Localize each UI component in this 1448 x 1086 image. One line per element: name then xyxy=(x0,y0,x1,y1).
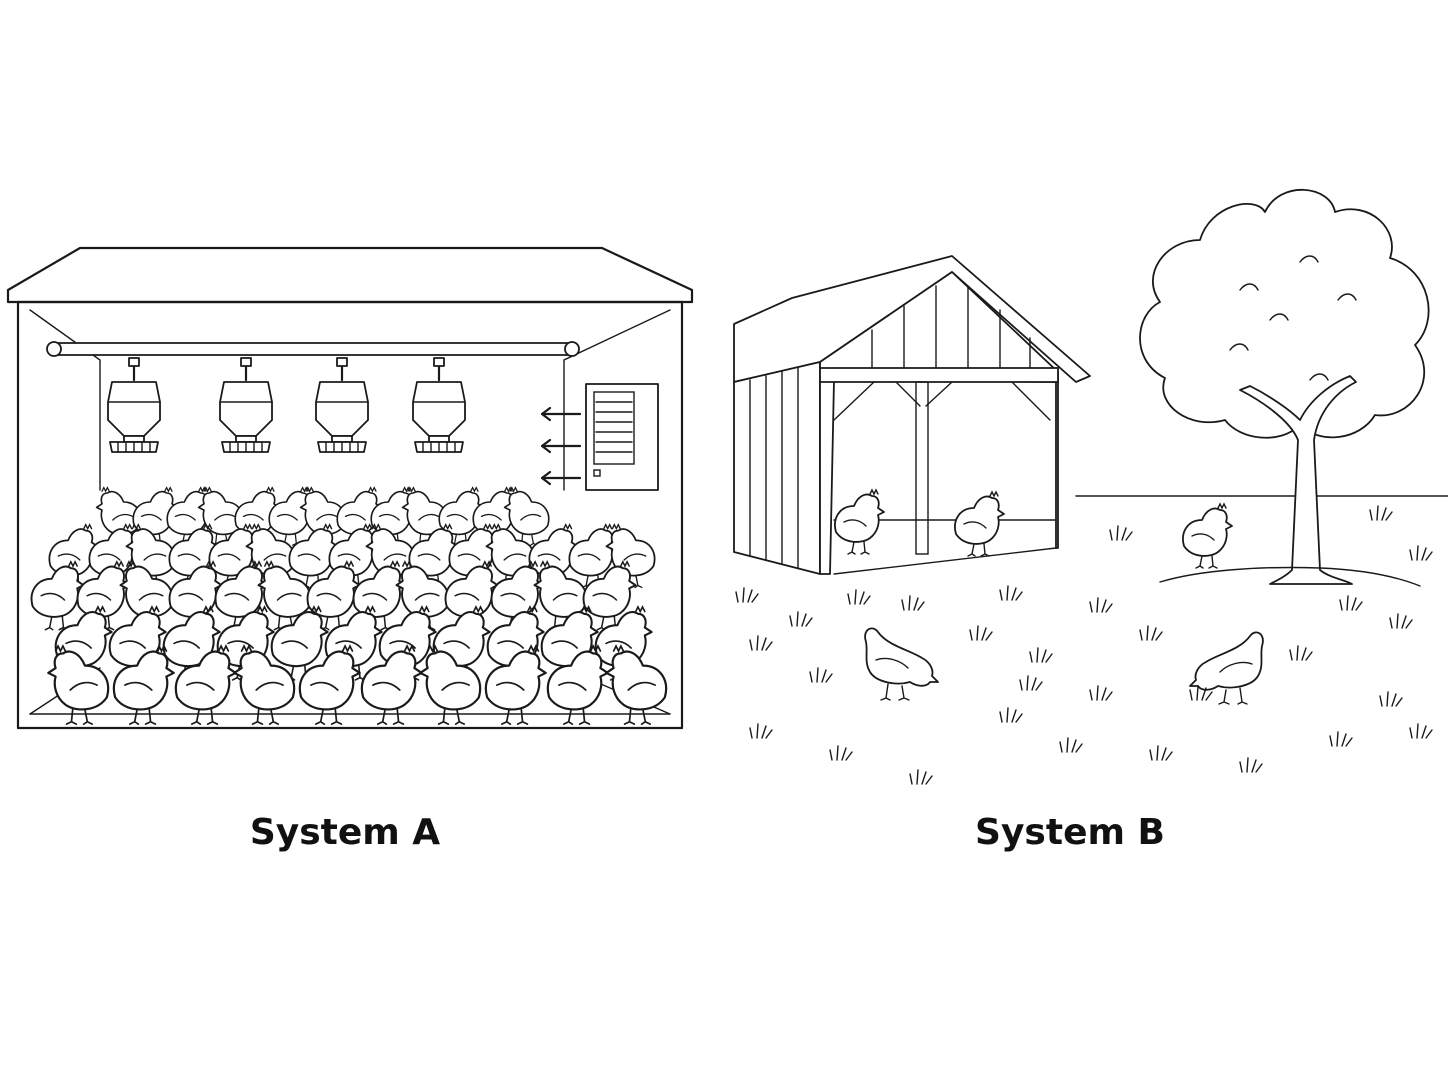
hen-icon xyxy=(605,644,668,726)
hen-icon xyxy=(834,489,885,555)
feeder-icon xyxy=(314,356,370,454)
hen-icon xyxy=(954,491,1005,557)
hen-icon xyxy=(1189,631,1264,705)
grass-tuft-icon xyxy=(1019,675,1043,691)
grass-tuft-icon xyxy=(1109,525,1133,541)
hen-icon xyxy=(864,627,939,701)
grass-tufts xyxy=(735,505,1433,785)
grass-tuft-icon xyxy=(1369,505,1393,521)
grass-tuft-icon xyxy=(829,745,853,761)
grass-tuft-icon xyxy=(1139,625,1163,641)
hen-icon xyxy=(1182,503,1233,569)
barn-wall-frame xyxy=(16,300,684,730)
grass-tuft-icon xyxy=(735,587,759,603)
airflow-arrow-icon xyxy=(540,406,582,486)
grass-tuft-icon xyxy=(1059,737,1083,753)
feeder-icon xyxy=(218,356,274,454)
system-b-range xyxy=(733,188,1448,785)
grass-tuft-icon xyxy=(809,667,833,683)
feeder-icon xyxy=(411,356,467,454)
grass-tuft-icon xyxy=(999,707,1023,723)
grass-tuft-icon xyxy=(1029,647,1053,663)
hen-icon xyxy=(30,560,85,631)
crowded-flock xyxy=(30,486,668,726)
feeder-icon xyxy=(106,356,162,454)
grass-tuft-icon xyxy=(789,611,813,627)
grass-tuft-icon xyxy=(1339,595,1363,611)
grass-tuft-icon xyxy=(1409,545,1433,561)
grass-tuft-icon xyxy=(1379,691,1403,707)
grass-tuft-icon xyxy=(969,625,993,641)
grass-tuft-icon xyxy=(1409,723,1433,739)
feed-pipe xyxy=(46,341,580,357)
tree-icon xyxy=(1139,188,1430,587)
grass-tuft-icon xyxy=(999,585,1023,601)
grass-tuft-icon xyxy=(749,635,773,651)
grass-tuft-icon xyxy=(1389,613,1413,629)
system-b-caption: System B xyxy=(975,812,1165,853)
grass-tuft-icon xyxy=(847,589,871,605)
grass-tuft-icon xyxy=(1089,597,1113,613)
shelter-icon xyxy=(733,255,1091,575)
grass-tuft-icon xyxy=(1239,757,1263,773)
system-a-caption: System A xyxy=(249,812,441,853)
system-a-barn xyxy=(6,246,694,730)
grass-tuft-icon xyxy=(1289,645,1313,661)
barn-roof xyxy=(6,246,694,304)
grass-tuft-icon xyxy=(749,723,773,739)
grass-tuft-icon xyxy=(909,769,933,785)
ventilation-fan-icon xyxy=(585,383,659,491)
grass-tuft-icon xyxy=(901,595,925,611)
grass-tuft-icon xyxy=(1329,731,1353,747)
grass-tuft-icon xyxy=(1149,745,1173,761)
grass-tuft-icon xyxy=(1089,685,1113,701)
